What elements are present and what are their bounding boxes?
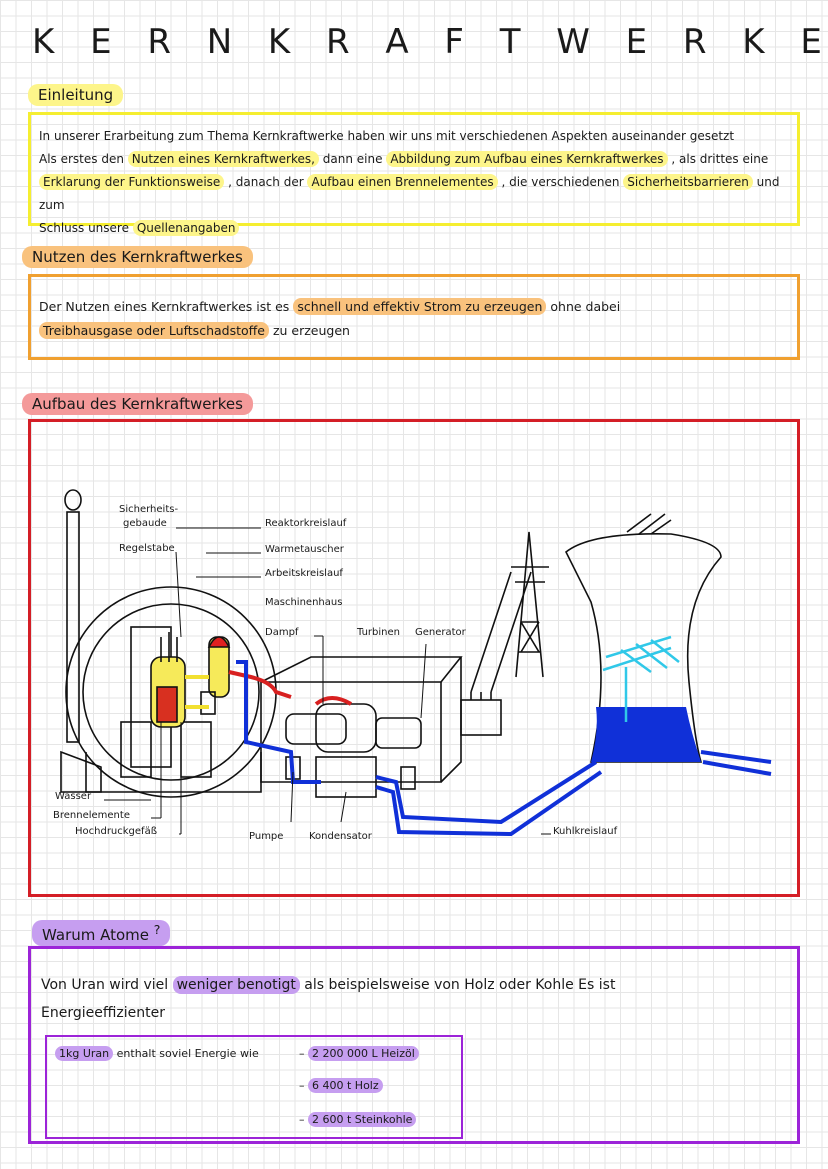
einleitung-line4: Schluss unsere Quellenangaben (39, 217, 789, 240)
warum-line2: Energieeffizienter (41, 1005, 165, 1021)
title-letter: E (800, 22, 822, 62)
label-sicherheits: Sicherheits- (119, 504, 179, 515)
nutzen-box: Der Nutzen eines Kernkraftwerkes ist es … (28, 274, 800, 360)
uran-item-1: – 2 200 000 L Heizöl (299, 1046, 419, 1061)
label-wasser: Wasser (55, 791, 92, 802)
uran-intro: 1kg Uran enthalt soviel Energie wie (55, 1046, 259, 1061)
title-letter: K (267, 22, 291, 62)
label-kuhlkreislauf: Kuhlkreislauf (553, 826, 618, 837)
label-kondensator: Kondensator (309, 831, 372, 842)
title-letter: W (556, 22, 590, 62)
condenser (315, 756, 377, 798)
nutzen-line2: Treibhausgase oder Luftschadstoffe zu er… (39, 319, 789, 343)
pylon (515, 531, 544, 678)
label-turbinen: Turbinen (357, 627, 400, 638)
section-heading-aufbau: Aufbau des Kernkraftwerkes (22, 393, 253, 415)
uran-item-3: – 2 600 t Steinkohle (299, 1112, 417, 1127)
fuel-elements (156, 686, 178, 723)
title-letter: K (32, 22, 55, 62)
title-letter: E (90, 22, 112, 62)
cooling-tower (564, 533, 722, 763)
generator (375, 717, 422, 749)
title-letter: A (385, 22, 409, 62)
label-gebaude: gebaude (123, 518, 167, 529)
section-heading-warum-atome: Warum Atome ? (32, 920, 171, 946)
title-letter: R (147, 22, 171, 62)
title-letter: F (444, 22, 464, 62)
title-letter: R (682, 22, 707, 62)
einleitung-box: In unserer Erarbeitung zum Thema Kernkra… (28, 112, 800, 236)
title-letter: N (206, 22, 233, 62)
title-letter: T (499, 22, 521, 62)
label-reaktorkreislauf: Reaktorkreislauf (265, 518, 347, 529)
label-warmetauscher: Warmetauscher (265, 544, 344, 555)
power-plant-diagram (60, 489, 772, 837)
uran-comparison-box: 1kg Uran enthalt soviel Energie wie – 2 … (45, 1035, 463, 1139)
label-regelstabe: Regelstabe (119, 543, 175, 554)
title-letter: R (325, 22, 350, 62)
einleitung-line3: Erklarung der Funktionsweise , danach de… (39, 174, 780, 212)
aufbau-box: Sicherheits- gebaude Regelstabe Reaktork… (28, 419, 800, 897)
title-letter: K (742, 22, 765, 62)
section-heading-nutzen: Nutzen des Kernkraftwerkes (22, 246, 253, 268)
uran-item-2: – 6 400 t Holz (299, 1078, 383, 1093)
label-arbeitskreislauf: Arbeitskreislauf (265, 568, 343, 579)
label-hochdruckgefaess: Hochdruckgefäß (75, 826, 158, 837)
label-brennelemente: Brennelemente (53, 810, 130, 821)
section-heading-einleitung: Einleitung (28, 84, 124, 106)
chimney (66, 511, 80, 743)
label-dampf: Dampf (265, 627, 299, 638)
warum-box: Von Uran wird viel weniger benotigt als … (28, 946, 800, 1144)
label-generator: Generator (415, 627, 466, 638)
nutzen-line1: Der Nutzen eines Kernkraftwerkes ist es … (39, 298, 621, 315)
einleitung-line1: In unserer Erarbeitung zum Thema Kernkra… (39, 129, 735, 143)
label-pumpe: Pumpe (249, 831, 284, 842)
warum-line1: Von Uran wird viel weniger benotigt als … (41, 976, 616, 994)
title-letter: E (625, 22, 648, 62)
label-maschinenhaus: Maschinenhaus (265, 597, 343, 608)
einleitung-line2: Als erstes den Nutzen eines Kernkraftwer… (39, 151, 769, 167)
